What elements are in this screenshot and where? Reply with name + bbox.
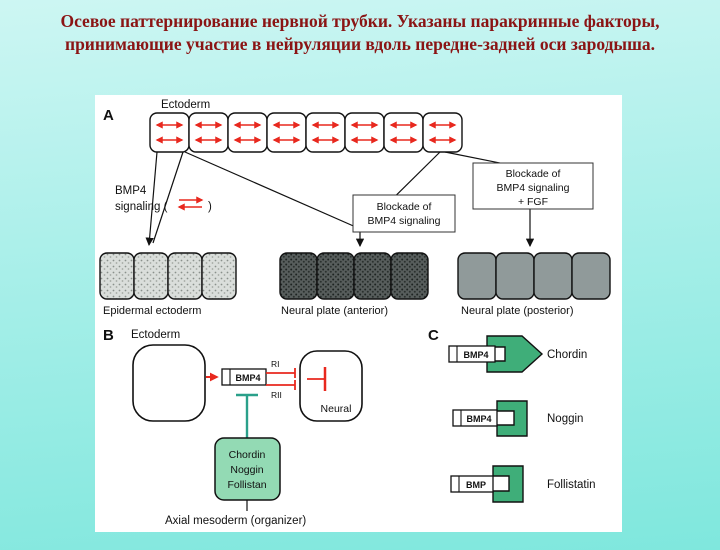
inhibitor-follistatin: Follistan	[227, 479, 266, 491]
blockade-mid-line2: BMP4 signaling	[368, 215, 441, 227]
bmp4-box-chordin	[448, 345, 496, 363]
bmp-inhibition-bar-icon	[307, 367, 327, 391]
bmp4-box-noggin	[452, 409, 498, 427]
bmp4-signaling-line2: signaling (	[115, 201, 168, 213]
ectoderm-cell-row	[150, 113, 462, 152]
panel-b: B Ectoderm BMP4 RI RII + Neural	[103, 327, 363, 527]
diagram-panel: A Ectoderm BMP4 signaling ( )	[95, 95, 622, 532]
blockade-fgf-line3: + FGF	[518, 196, 548, 208]
ectoderm-label-a: Ectoderm	[161, 99, 210, 111]
panel-c: C BMP4 Chordin BMP4 Noggin BMP Follistat…	[428, 327, 596, 503]
slide-title: Осевое паттернирование нервной трубки. У…	[60, 11, 660, 55]
epidermal-ectoderm-cells	[99, 252, 237, 300]
blockade-fgf-box: Blockade of BMP4 signaling + FGF	[472, 162, 594, 210]
bmp-box-follistatin	[450, 475, 494, 493]
panel-a-label: A	[103, 107, 114, 124]
panel-c-label: C	[428, 327, 439, 344]
follistatin-row: BMP Follistatin	[450, 465, 596, 503]
blockade-mid-box: Blockade of BMP4 signaling	[352, 194, 456, 233]
ectoderm-label-b: Ectoderm	[131, 329, 180, 341]
bmp4-box-noggin-label: BMP4	[466, 414, 491, 424]
neural-cell-label: Neural	[321, 403, 352, 415]
noggin-row: BMP4 Noggin	[452, 400, 583, 437]
bmp4-signaling-line1: BMP4	[115, 185, 147, 197]
noggin-label: Noggin	[547, 413, 583, 425]
neural-plate-posterior-label: Neural plate (posterior)	[461, 305, 574, 317]
organizer-inhibition-tbar-icon	[236, 393, 258, 438]
blockade-fgf-line2: BMP4 signaling	[497, 182, 570, 194]
follistatin-label: Follistatin	[547, 479, 596, 491]
bmp4-ligand-label: BMP4	[235, 373, 260, 383]
bmp4-ligand-box: BMP4	[221, 368, 267, 386]
epidermal-ectoderm-label: Epidermal ectoderm	[103, 305, 201, 317]
bmp4-signaling-paren: )	[208, 201, 212, 213]
neural-plate-anterior-cells	[279, 252, 429, 300]
neural-cell	[299, 350, 363, 422]
chordin-label: Chordin	[547, 349, 587, 361]
blockade-mid-line1: Blockade of	[377, 201, 432, 213]
inhibitor-chordin: Chordin	[229, 449, 266, 461]
chordin-row: BMP4 Chordin	[448, 335, 587, 373]
inhibitor-box: Chordin Noggin Follistan	[214, 437, 281, 501]
chordin-shape-icon	[486, 335, 544, 373]
ectoderm-cell	[132, 344, 206, 422]
inhibitor-noggin: Noggin	[230, 464, 263, 476]
bmp4-signaling-label: BMP4 signaling ( )	[115, 185, 212, 213]
panel-a: A Ectoderm BMP4 signaling ( )	[99, 99, 611, 317]
blockade-fgf-line1: Blockade of	[506, 168, 561, 180]
slide: { "title": "Осевое паттернирование нервн…	[0, 10, 720, 550]
receptor-rii-label: RII	[271, 390, 282, 400]
noggin-shape-icon	[496, 400, 528, 437]
panel-b-label: B	[103, 327, 114, 344]
follistatin-shape-icon	[492, 465, 524, 503]
receptor-ri-label: RI	[271, 359, 280, 369]
neural-plate-anterior-label: Neural plate (anterior)	[281, 305, 388, 317]
bmp-box-follistatin-label: BMP	[466, 480, 486, 490]
axial-mesoderm-label: Axial mesoderm (organizer)	[165, 515, 306, 527]
diagram-svg: A Ectoderm BMP4 signaling ( )	[99, 99, 611, 527]
bmp4-box-chordin-label: BMP4	[463, 350, 488, 360]
neural-plate-posterior-cells	[457, 252, 611, 300]
